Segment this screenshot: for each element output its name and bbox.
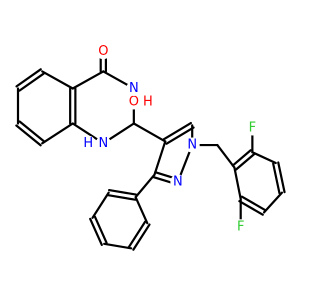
h-amine-label-background — [80, 135, 96, 151]
single-bond — [262, 191, 284, 214]
n-amide-label-background — [126, 80, 142, 96]
double-bond — [272, 162, 281, 195]
single-bond — [41, 70, 74, 90]
double-bond — [132, 223, 151, 251]
single-bond — [41, 122, 74, 145]
f-upper-label: F — [249, 121, 256, 136]
o-carbonyl-label-background — [95, 44, 111, 60]
double-bond — [108, 188, 138, 196]
h-hydroxy-label: H — [143, 94, 153, 109]
single-bond — [216, 143, 236, 169]
n-amide-label: N — [129, 81, 139, 96]
double-bond — [231, 149, 252, 167]
h-amine-label: H — [83, 136, 93, 151]
o-carbonyl-label: O — [98, 44, 108, 59]
single-bond — [134, 173, 156, 199]
f-upper-label-background — [244, 120, 260, 136]
double-bond — [18, 120, 45, 143]
n-amine-label-background — [95, 135, 111, 151]
double-bond — [15, 68, 42, 88]
single-bond — [233, 166, 242, 201]
n-amine-label: N — [98, 136, 108, 151]
double-bond — [277, 161, 286, 194]
single-bond — [153, 140, 167, 176]
double-bond — [18, 72, 45, 92]
double-bond — [89, 217, 103, 247]
single-bond — [103, 242, 133, 250]
double-bond — [162, 121, 192, 141]
n-pyrazole-2-label-background — [170, 174, 186, 190]
single-bond — [91, 191, 110, 219]
n-pyrazole-1-label: N — [187, 138, 197, 153]
double-bond — [107, 194, 137, 201]
double-bond — [165, 126, 195, 145]
single-bond — [71, 70, 105, 90]
o-hydroxy-label-background — [126, 94, 142, 110]
double-bond — [238, 200, 264, 216]
single-bond — [132, 122, 167, 143]
o-hydroxy-label: O — [129, 94, 139, 109]
single-bond — [134, 196, 149, 225]
double-bond — [127, 220, 147, 249]
double-bond — [234, 153, 256, 171]
h-hydroxy-label-background — [140, 94, 156, 110]
double-bond — [93, 215, 108, 244]
n-pyrazole-2-label: N — [173, 174, 183, 189]
f-lower-label-background — [233, 219, 249, 235]
single-bond — [251, 151, 277, 165]
f-lower-label: F — [237, 219, 244, 234]
double-bond — [15, 124, 42, 147]
n-pyrazole-1-label-background — [184, 137, 200, 153]
double-bond — [240, 195, 267, 212]
